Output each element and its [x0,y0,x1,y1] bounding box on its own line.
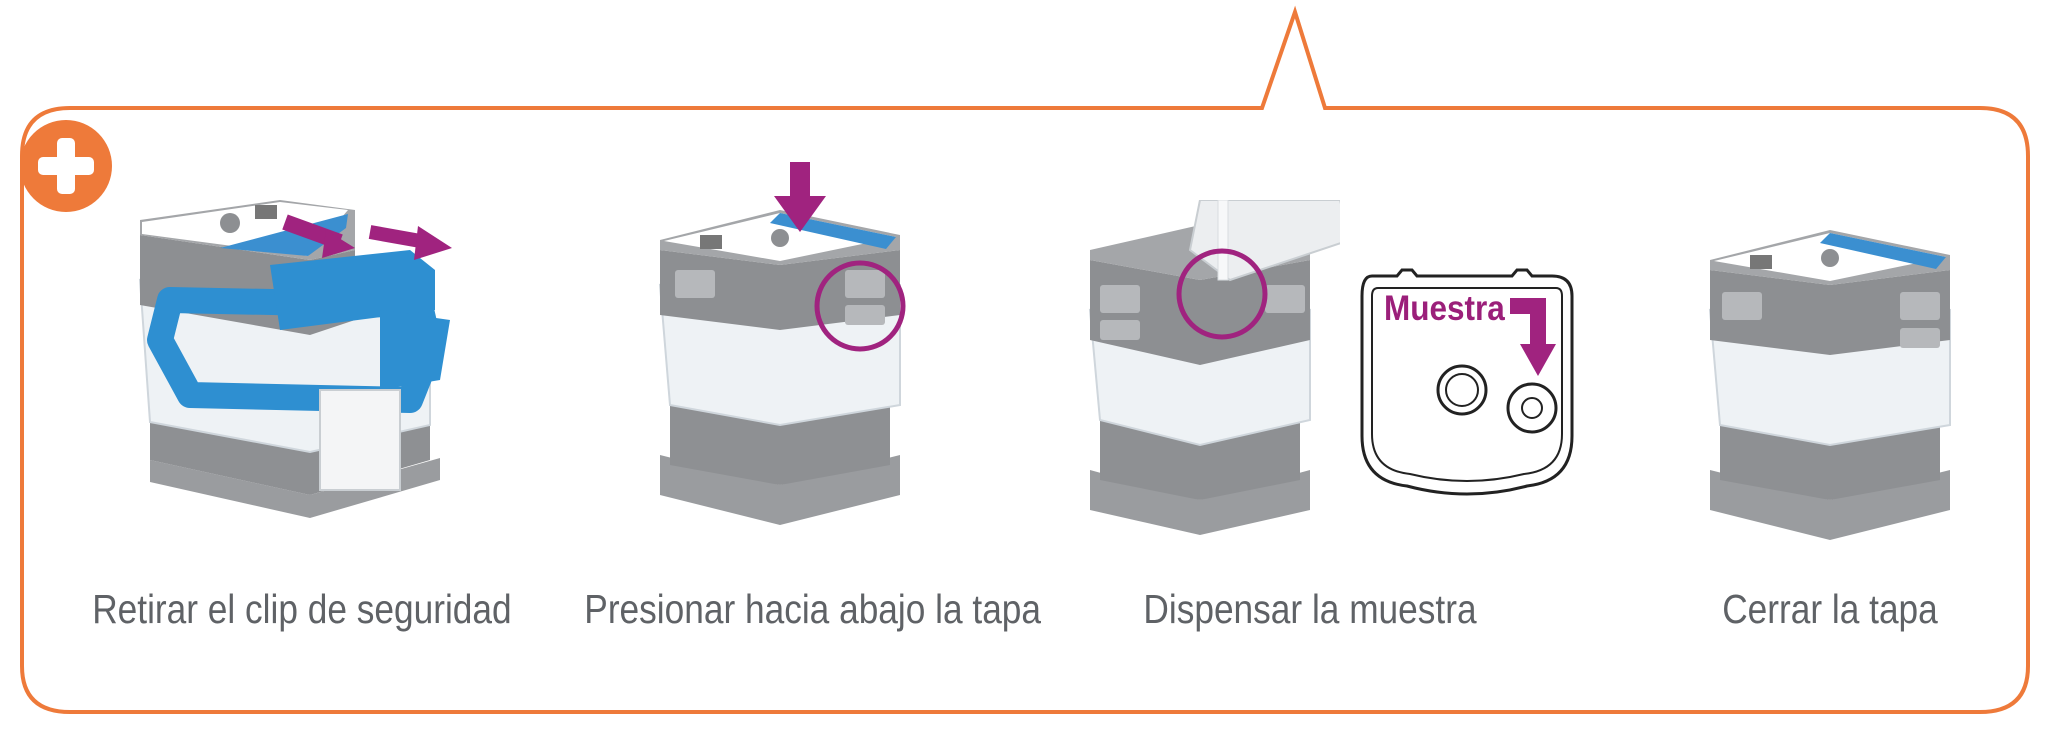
step-1-caption: Retirar el clip de seguridad [92,586,512,632]
step-3-caption: Dispensar la muestra [1143,586,1477,632]
cap-top-view-diagram [1360,268,1574,496]
step-1-illustration [138,200,450,518]
step-2-illustration [658,210,901,525]
highlight-circle-icon [1176,248,1268,340]
plus-icon [20,120,112,212]
highlight-circle-icon [814,260,906,352]
arrow-bent-down-icon [1510,298,1556,376]
arrow-right-icon [368,225,452,260]
arrow-down-icon [774,162,826,232]
step-4-illustration [1708,230,1951,540]
step-2-caption: Presionar hacia abajo la tapa [584,586,1042,632]
step-4-caption: Cerrar la tapa [1722,586,1938,632]
sample-label: Muestra [1384,289,1505,328]
